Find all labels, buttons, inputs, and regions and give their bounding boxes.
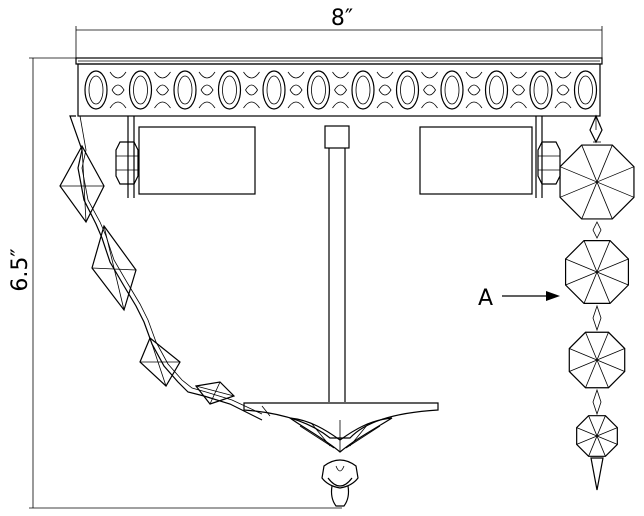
strand-connector xyxy=(592,304,602,332)
band-scroll xyxy=(198,71,216,109)
band-oval xyxy=(84,70,108,110)
band-oval-inner xyxy=(355,75,371,105)
band-scroll xyxy=(109,71,127,109)
band-scroll xyxy=(287,71,305,109)
band-oval xyxy=(128,70,153,110)
crystal-drop-1 xyxy=(59,144,105,224)
width-label: 8″ xyxy=(331,6,353,31)
band-oval xyxy=(484,70,509,110)
band-oval-inner xyxy=(489,75,504,105)
band-oval xyxy=(351,70,375,110)
crystal-chain xyxy=(59,115,263,421)
band-scroll xyxy=(243,71,260,109)
right-socket xyxy=(419,116,561,198)
crystal-drop-4 xyxy=(194,381,236,405)
pendant-point xyxy=(590,457,604,491)
band-oval xyxy=(395,70,420,110)
crystal-facet xyxy=(559,166,635,198)
finial xyxy=(321,459,359,507)
crystal-drop-2 xyxy=(91,224,137,312)
band-scroll xyxy=(510,71,527,109)
band-scroll xyxy=(554,71,572,109)
band-oval-inner xyxy=(266,75,282,105)
height-label: 6.5″ xyxy=(8,248,33,291)
band-oval-inner xyxy=(222,75,237,105)
bowl-leaf-ornament xyxy=(287,417,393,453)
band-oval-inner xyxy=(311,75,326,105)
band-scroll xyxy=(376,71,394,109)
band-oval xyxy=(262,70,286,110)
band-oval-inner xyxy=(533,75,549,105)
crystal-drop-3 xyxy=(139,337,181,387)
callout-label: A xyxy=(478,286,493,311)
bottom-bowl xyxy=(243,402,439,439)
band-oval-inner xyxy=(578,75,593,105)
band-oval xyxy=(306,70,331,110)
band-oval-inner xyxy=(400,75,415,105)
strand-connector xyxy=(592,388,602,416)
band-oval-inner xyxy=(88,75,104,105)
crystal-facet xyxy=(565,258,629,286)
left-socket xyxy=(115,116,256,198)
strand-connector xyxy=(592,221,602,239)
crystal-facet xyxy=(569,348,625,372)
callout-a: A xyxy=(478,286,560,311)
band-oval xyxy=(529,70,553,110)
crystal-strand-right xyxy=(559,114,635,491)
band-oval-inner xyxy=(177,75,193,105)
band-oval xyxy=(573,70,598,110)
band-oval xyxy=(173,70,197,110)
decorative-top-band xyxy=(75,57,603,117)
band-scroll xyxy=(465,71,483,109)
band-scroll xyxy=(154,71,171,109)
band-scroll xyxy=(332,71,349,109)
height-dimension: 6.5″ xyxy=(8,57,342,509)
oval-pattern xyxy=(84,70,598,110)
width-dimension: 8″ xyxy=(75,6,603,60)
center-rod xyxy=(324,125,350,402)
band-oval-inner xyxy=(133,75,148,105)
crystal-facet xyxy=(576,427,618,445)
band-scroll xyxy=(421,71,438,109)
band-oval xyxy=(217,70,242,110)
band-oval xyxy=(440,70,464,110)
band-oval-inner xyxy=(444,75,460,105)
